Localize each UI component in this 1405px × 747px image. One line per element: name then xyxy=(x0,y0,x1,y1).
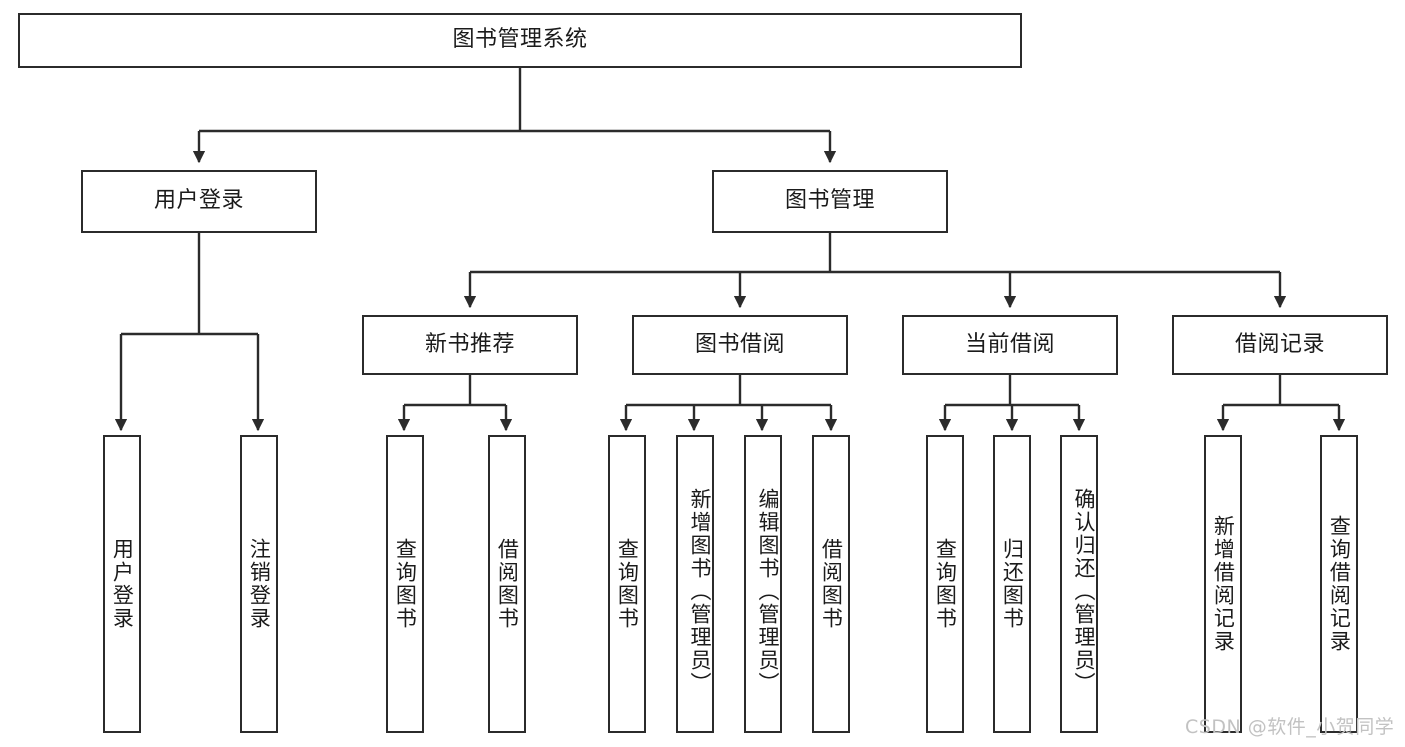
node-label: 编辑图书（管理员） xyxy=(756,487,780,695)
node-root-system[interactable]: 图书管理系统 xyxy=(18,13,1022,68)
leaf-book-borrow-query[interactable]: 查询图书 xyxy=(608,435,646,733)
node-current-borrow[interactable]: 当前借阅 xyxy=(902,315,1118,375)
node-label: 借阅记录 xyxy=(1234,331,1325,357)
leaf-current-borrow-confirm-return[interactable]: 确认归还（管理员） xyxy=(1060,435,1098,733)
node-book-borrow[interactable]: 图书借阅 xyxy=(632,315,848,375)
node-label: 图书管理 xyxy=(784,188,875,214)
node-label: 借阅图书 xyxy=(819,538,844,630)
node-label: 新书推荐 xyxy=(424,331,515,357)
node-label: 借阅图书 xyxy=(495,538,520,630)
node-label: 用户登录 xyxy=(110,538,135,630)
node-label: 查询图书 xyxy=(615,538,640,630)
leaf-current-borrow-query[interactable]: 查询图书 xyxy=(926,435,964,733)
leaf-user-login-logout[interactable]: 注销登录 xyxy=(240,435,278,733)
leaf-borrow-record-add[interactable]: 新增借阅记录 xyxy=(1204,435,1242,733)
node-label: 新增图书（管理员） xyxy=(688,487,712,695)
node-label: 归还图书 xyxy=(1000,538,1025,630)
node-label: 图书管理系统 xyxy=(452,27,588,53)
node-book-management[interactable]: 图书管理 xyxy=(712,170,948,233)
node-label: 确认归还（管理员） xyxy=(1072,487,1096,695)
node-new-book-recommend[interactable]: 新书推荐 xyxy=(362,315,578,375)
leaf-book-borrow-add[interactable]: 新增图书（管理员） xyxy=(676,435,714,733)
watermark: CSDN @软件_小贺同学 xyxy=(1185,716,1395,738)
leaf-borrow-record-query[interactable]: 查询借阅记录 xyxy=(1320,435,1358,733)
leaf-book-borrow-edit[interactable]: 编辑图书（管理员） xyxy=(744,435,782,733)
node-label: 当前借阅 xyxy=(964,331,1055,357)
node-label: 注销登录 xyxy=(247,538,272,630)
node-label: 查询借阅记录 xyxy=(1327,515,1352,653)
node-user-login[interactable]: 用户登录 xyxy=(81,170,317,233)
node-label: 新增借阅记录 xyxy=(1211,515,1236,653)
node-label: 图书借阅 xyxy=(694,331,785,357)
leaf-new-book-borrow[interactable]: 借阅图书 xyxy=(488,435,526,733)
leaf-user-login-login[interactable]: 用户登录 xyxy=(103,435,141,733)
leaf-book-borrow-borrow[interactable]: 借阅图书 xyxy=(812,435,850,733)
node-label: 用户登录 xyxy=(153,188,244,214)
leaf-current-borrow-return[interactable]: 归还图书 xyxy=(993,435,1031,733)
node-label: 查询图书 xyxy=(393,538,418,630)
node-label: 查询图书 xyxy=(933,538,958,630)
leaf-new-book-query[interactable]: 查询图书 xyxy=(386,435,424,733)
node-borrow-record[interactable]: 借阅记录 xyxy=(1172,315,1388,375)
